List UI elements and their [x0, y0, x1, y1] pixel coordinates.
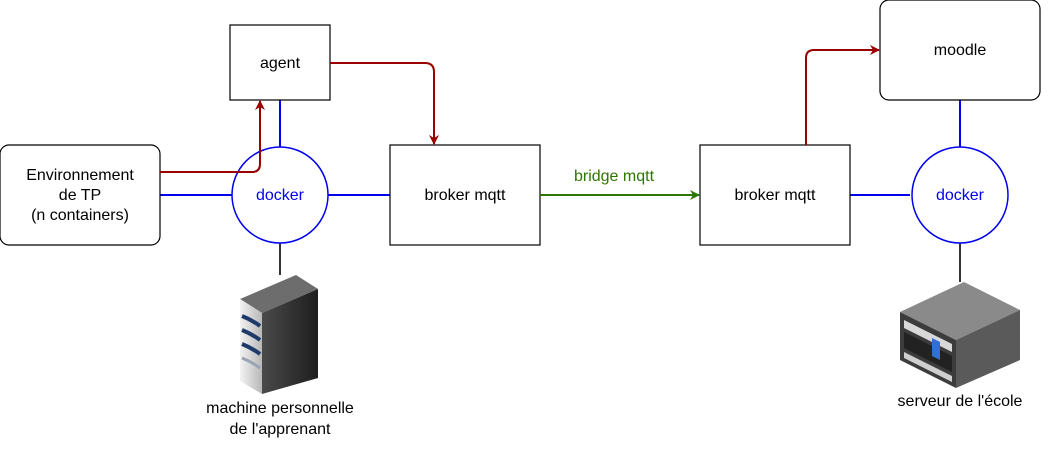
bridge-label: bridge mqtt	[574, 168, 655, 185]
agent-label: agent	[260, 55, 301, 72]
docker-links	[160, 100, 961, 196]
moodle-box	[879, 0, 1041, 101]
hardware-links	[279, 243, 961, 282]
environment-label-1: Environnement	[26, 167, 134, 184]
machine-label-1: machine personnelle	[206, 400, 354, 417]
docker-right-circle	[911, 146, 1009, 244]
tower-computer-icon	[240, 275, 318, 394]
machine-label-2: de l'apprenant	[230, 421, 331, 438]
arrow-env-to-agent	[160, 100, 265, 173]
arrow-agent-to-broker	[330, 62, 439, 145]
docker-left-label: docker	[256, 187, 305, 204]
docker-right-label: docker	[936, 187, 985, 204]
environment-label-3: (n containers)	[31, 207, 129, 224]
environment-label-2: de TP	[59, 187, 101, 204]
broker-right-box	[699, 144, 851, 246]
rack-server-icon	[900, 282, 1020, 388]
server-label: serveur de l'école	[898, 393, 1023, 410]
environment-box	[0, 144, 161, 246]
arrow-broker-to-moodle	[805, 45, 880, 145]
broker-left-label: broker mqtt	[425, 187, 506, 204]
agent-box	[229, 24, 331, 101]
message-flow-arrows	[160, 45, 880, 173]
moodle-label: moodle	[934, 42, 987, 59]
broker-right-label: broker mqtt	[735, 187, 816, 204]
